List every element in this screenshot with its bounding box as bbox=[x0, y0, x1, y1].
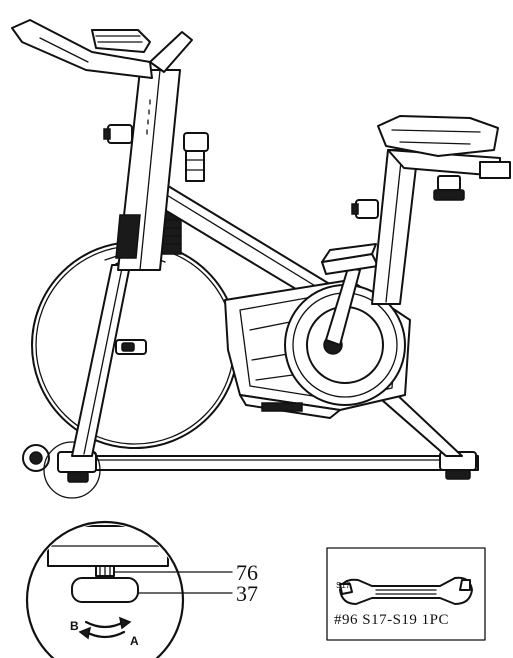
transport-wheel bbox=[23, 445, 49, 471]
seat-post-knob[interactable] bbox=[352, 200, 378, 218]
wrench-jaw-mark: S17 bbox=[336, 581, 351, 590]
flywheel bbox=[32, 242, 238, 448]
handlebar bbox=[12, 20, 192, 78]
seat-post-front-knob[interactable] bbox=[184, 133, 208, 181]
rotation-from-label: B bbox=[70, 619, 79, 633]
tool-box: S17 #96 S17-S19 1PC bbox=[327, 548, 485, 640]
seat-post bbox=[372, 150, 418, 304]
base-rail bbox=[60, 456, 478, 470]
leveling-foot-detail: 76 37 B A bbox=[27, 522, 258, 658]
exercise-bike bbox=[12, 20, 510, 498]
rotation-arrow-icon bbox=[80, 618, 130, 638]
handlebar-adjust-knob[interactable] bbox=[104, 125, 132, 143]
callout-37-label: 37 bbox=[236, 581, 258, 606]
wrench-icon bbox=[340, 578, 472, 604]
rotation-to-label: A bbox=[130, 634, 139, 648]
tool-label: #96 S17-S19 1PC bbox=[334, 612, 449, 628]
